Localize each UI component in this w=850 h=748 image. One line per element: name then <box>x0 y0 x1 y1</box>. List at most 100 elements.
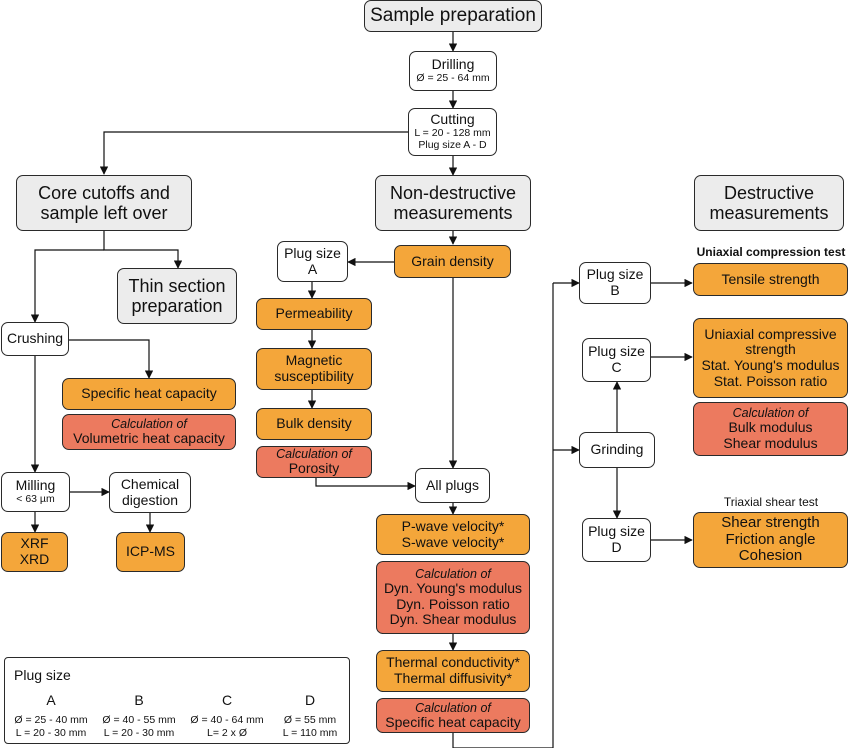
triaxial-test-note: Triaxial shear test <box>723 495 819 509</box>
drilling-node: Drilling Ø = 25 - 64 mm <box>409 51 497 91</box>
shear-strength-node: Shear strength Friction angle Cohesion <box>693 512 848 568</box>
line-bottom-to-right <box>452 283 554 748</box>
permeability-label: Permeability <box>275 305 353 322</box>
shear-strength-label: Shear strength <box>721 513 820 531</box>
icp-ms-node: ICP-MS <box>116 532 185 572</box>
specific-heat-right-label: Specific heat capacity <box>385 713 521 730</box>
ucs-line1: Uniaxial compressive <box>704 325 837 342</box>
cutting-node: Cutting L = 20 - 128 mm Plug size A - D <box>408 108 497 156</box>
porosity-calc-label: Calculation of <box>276 447 352 462</box>
chemical-digestion-line2: digestion <box>121 491 179 508</box>
wave-velocity-node: P-wave velocity* S-wave velocity* <box>376 514 530 555</box>
plug-size-c-line2: C <box>611 359 622 375</box>
thin-section-node: Thin section preparation <box>117 268 237 324</box>
non-destructive-node: Non-destructive measurements <box>375 175 531 231</box>
tensile-strength-node: Tensile strength <box>693 263 848 296</box>
legend-length: L= 2 x Ø <box>207 727 247 740</box>
p-wave-label: P-wave velocity* <box>401 517 505 534</box>
xrf-label: XRF <box>20 535 49 552</box>
legend-letter: C <box>221 692 233 708</box>
grain-density-node: Grain density <box>394 245 511 278</box>
legend-title: Plug size <box>14 667 71 683</box>
legend-letter: D <box>304 692 316 708</box>
legend-letter: B <box>134 692 144 708</box>
plug-size-a-line1: Plug size <box>284 244 341 261</box>
chemical-digestion-node: Chemical digestion <box>109 472 191 513</box>
plug-size-legend: Plug size A Ø = 25 - 40 mm L = 20 - 30 m… <box>4 657 350 744</box>
specific-heat-right-node: Calculation of Specific heat capacity <box>376 698 530 733</box>
xrf-xrd-node: XRF XRD <box>1 532 68 572</box>
volumetric-calc-label: Calculation of <box>111 417 187 432</box>
milling-node: Milling < 63 µm <box>1 472 70 512</box>
uniaxial-test-note: Uniaxial compression test <box>696 245 846 259</box>
arrow-core-crushing <box>30 249 104 323</box>
milling-title: Milling <box>15 477 56 494</box>
arrow-cutting-corecutoffs <box>99 131 408 175</box>
dyn-young-label: Dyn. Young's modulus <box>383 579 523 596</box>
legend-length: L = 20 - 30 mm <box>15 727 87 740</box>
s-wave-label: S-wave velocity* <box>401 533 505 550</box>
magnetic-line2: susceptibility <box>274 368 354 384</box>
chemical-digestion-line1: Chemical <box>120 475 180 492</box>
legend-col-a: A Ø = 25 - 40 mm L = 20 - 30 mm <box>11 692 91 740</box>
cohesion-label: Cohesion <box>738 547 803 565</box>
non-destructive-line2: measurements <box>393 203 513 223</box>
legend-col-c: C Ø = 40 - 64 mm L= 2 x Ø <box>187 692 267 740</box>
legend-letter: A <box>46 692 56 708</box>
thermal-conductivity-label: Thermal conductivity* <box>386 654 520 671</box>
milling-detail: < 63 µm <box>16 492 55 505</box>
legend-col-b: B Ø = 40 - 55 mm L = 20 - 30 mm <box>99 692 179 740</box>
bulk-shear-calc-label: Calculation of <box>732 406 809 421</box>
legend-diameter: Ø = 25 - 40 mm <box>14 714 88 726</box>
plug-size-c-line1: Plug size <box>588 343 645 360</box>
bulk-shear-moduli-node: Calculation of Bulk modulus Shear modulu… <box>693 402 848 456</box>
all-plugs-node: All plugs <box>415 468 490 503</box>
arrow-core-thinsection <box>103 231 183 269</box>
stat-poisson-label: Stat. Poisson ratio <box>713 372 828 389</box>
destructive-node: Destructive measurements <box>694 175 844 231</box>
crushing-node: Crushing <box>1 322 69 356</box>
ucs-line2: strength <box>745 341 796 358</box>
tensile-strength-label: Tensile strength <box>721 270 820 287</box>
dynamic-moduli-node: Calculation of Dyn. Young's modulus Dyn.… <box>376 561 530 634</box>
porosity-label: Porosity <box>288 460 340 477</box>
plug-size-d-line2: D <box>611 539 622 555</box>
bulk-density-node: Bulk density <box>256 408 372 440</box>
destructive-line2: measurements <box>709 203 829 223</box>
thermal-node: Thermal conductivity* Thermal diffusivit… <box>376 650 530 692</box>
magnetic-susceptibility-node: Magnetic susceptibility <box>256 348 372 390</box>
bulk-modulus-label: Bulk modulus <box>728 419 813 436</box>
core-cutoffs-node: Core cutoffs and sample left over <box>16 175 192 231</box>
destructive-line1: Destructive <box>723 182 815 203</box>
specific-heat-capacity-label: Specific heat capacity <box>81 385 217 402</box>
ucs-node: Uniaxial compressive strength Stat. Youn… <box>693 318 848 398</box>
legend-length: L = 110 mm <box>282 727 338 740</box>
icp-ms-label: ICP-MS <box>126 543 175 560</box>
specific-heat-right-calc: Calculation of <box>415 700 491 715</box>
bulk-density-label: Bulk density <box>276 415 352 432</box>
legend-length: L = 20 - 30 mm <box>103 727 175 740</box>
plug-size-b-node: Plug size B <box>579 262 651 304</box>
dynamic-calc-label: Calculation of <box>415 566 491 581</box>
cutting-title: Cutting <box>430 111 475 128</box>
plug-size-b-line2: B <box>610 282 620 298</box>
core-cutoffs-line2: sample left over <box>40 203 168 223</box>
permeability-node: Permeability <box>256 298 372 330</box>
all-plugs-label: All plugs <box>426 476 479 493</box>
dyn-shear-label: Dyn. Shear modulus <box>389 611 517 628</box>
thin-section-line2: preparation <box>131 296 223 316</box>
stat-young-label: Stat. Young's modulus <box>701 357 840 373</box>
crushing-label: Crushing <box>6 330 64 347</box>
sample-preparation-label: Sample preparation <box>370 5 536 27</box>
plug-size-d-node: Plug size D <box>582 518 651 562</box>
drilling-title: Drilling <box>431 56 475 73</box>
thermal-diffusivity-label: Thermal diffusivity* <box>393 670 512 686</box>
plug-size-a-node: Plug size A <box>277 241 348 282</box>
volumetric-heat-capacity-node: Calculation of Volumetric heat capacity <box>62 414 236 450</box>
volumetric-label: Volumetric heat capacity <box>73 430 225 447</box>
grinding-label: Grinding <box>590 441 644 458</box>
plug-size-c-node: Plug size C <box>582 338 651 382</box>
legend-diameter: Ø = 40 - 55 mm <box>102 714 176 726</box>
